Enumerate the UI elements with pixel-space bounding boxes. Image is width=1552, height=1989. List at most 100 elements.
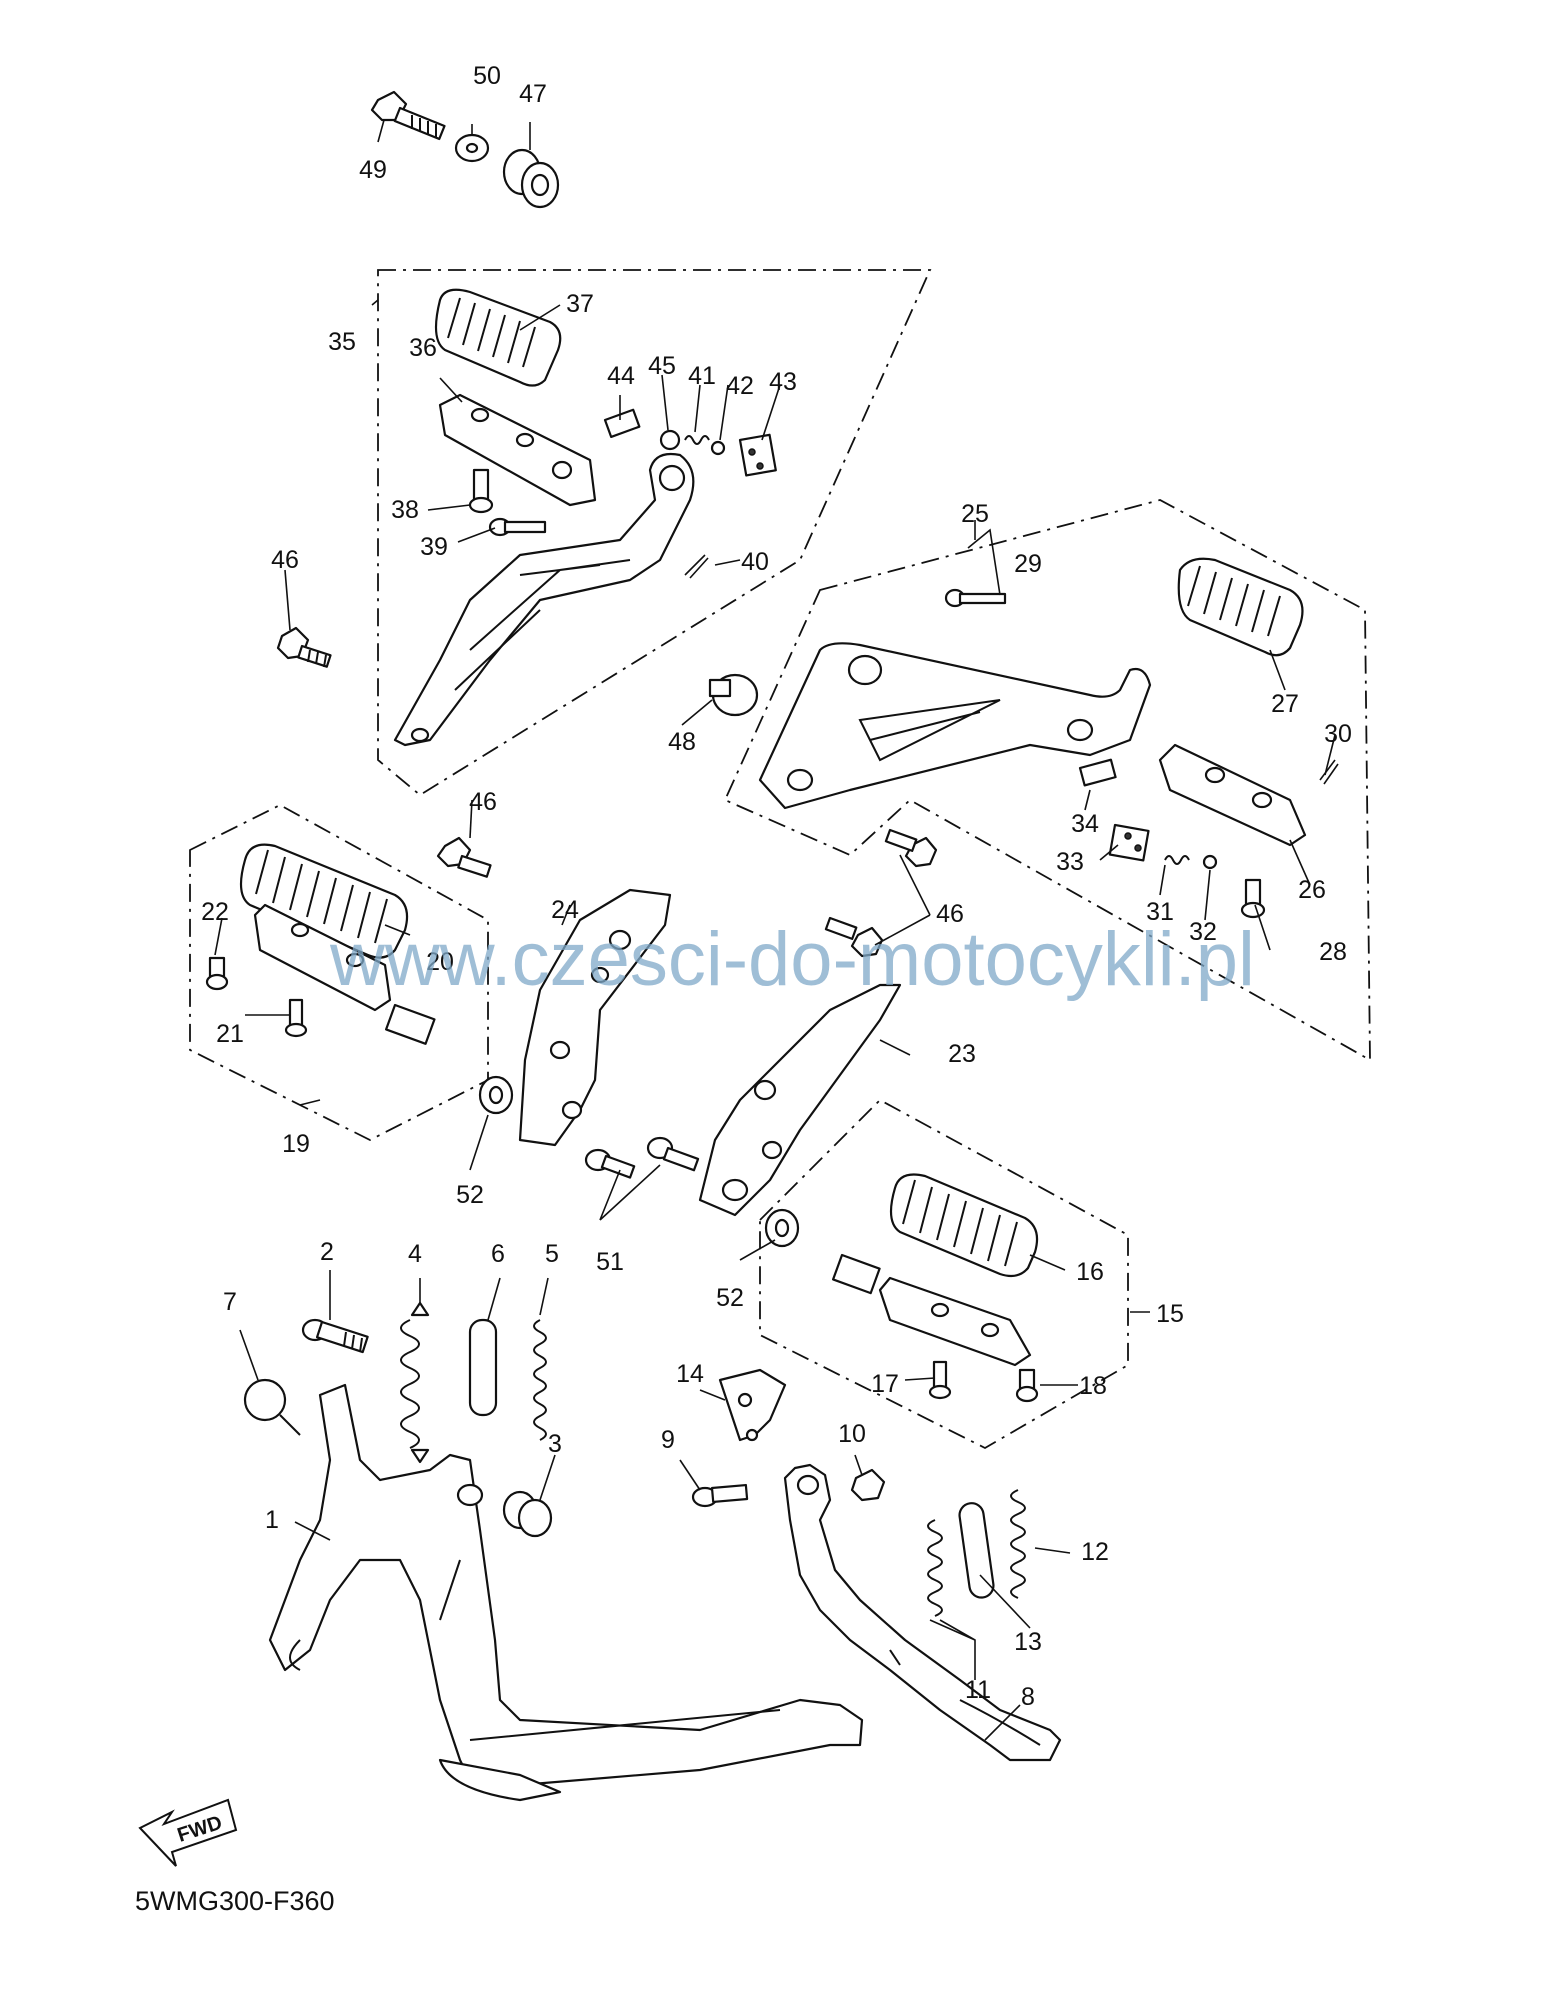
sleeve-6 [468, 1318, 498, 1417]
ball-32 [1202, 854, 1218, 870]
callout-16: 16 [1076, 1258, 1104, 1286]
footrest-26 [1158, 743, 1307, 847]
bolt-46-upper [276, 626, 332, 668]
callout-11: 11 [965, 1676, 991, 1704]
callout-45: 45 [648, 352, 676, 380]
pin-18 [1015, 1368, 1039, 1403]
callout-51: 51 [596, 1248, 624, 1276]
callout-15: 15 [1156, 1300, 1184, 1328]
footrest-rubber-20 [239, 843, 409, 959]
callout-46-right: 46 [936, 900, 964, 928]
callout-14: 14 [676, 1360, 704, 1388]
fwd-arrow-icon: FWD [138, 1798, 238, 1867]
spring-31 [1164, 855, 1190, 865]
bolt-51b [646, 1136, 700, 1172]
bracket-arm-right [758, 642, 1152, 810]
boundary-right-footrest-assembly [723, 499, 1371, 1062]
callout-49: 49 [359, 156, 387, 184]
bolt-46-left [436, 836, 492, 878]
callout-23: 23 [948, 1040, 976, 1068]
callout-44: 44 [607, 362, 635, 390]
bolt-28 [1240, 878, 1266, 919]
callout-2: 2 [320, 1238, 334, 1266]
bracket-23 [698, 983, 902, 1217]
callout-48: 48 [668, 728, 696, 756]
diagram-code: 5WMG300-F360 [135, 1886, 335, 1916]
callout-22: 22 [201, 898, 229, 926]
plate-43 [738, 433, 777, 477]
bolt-51a [584, 1148, 636, 1179]
pin-22 [205, 956, 229, 991]
ball-45 [659, 429, 681, 451]
bracket-14 [718, 1368, 787, 1442]
washer-50 [454, 133, 490, 163]
footrest-15 [832, 1253, 1032, 1367]
pin-39 [488, 517, 547, 537]
washer-52-left [478, 1075, 514, 1115]
callout-34: 34 [1071, 810, 1099, 838]
bolt-9 [691, 1483, 749, 1508]
callout-32: 32 [1189, 918, 1217, 946]
callout-19: 19 [282, 1130, 310, 1158]
spring-41 [684, 435, 710, 445]
callout-21: 21 [216, 1020, 244, 1048]
callout-50: 50 [473, 62, 501, 90]
footrest-bracket-36 [438, 393, 597, 507]
callout-25: 25 [961, 500, 989, 528]
side-stand-8 [783, 1463, 1062, 1762]
pin-29 [944, 588, 1007, 608]
spring-12 [1010, 1489, 1026, 1599]
spring-11 [927, 1519, 943, 1617]
bolt-2 [301, 1318, 369, 1354]
washer-52-right [764, 1208, 800, 1248]
callout-10: 10 [838, 1420, 866, 1448]
bolt-46-lower [824, 916, 884, 958]
callout-43: 43 [769, 368, 797, 396]
callout-47: 47 [519, 80, 547, 108]
callout-9: 9 [661, 1426, 675, 1454]
callout-30: 30 [1324, 720, 1352, 748]
callout-40: 40 [741, 548, 769, 576]
main-stand-1 [268, 1383, 864, 1802]
plate-33 [1108, 823, 1150, 862]
cotter-pin-30 [1319, 759, 1339, 785]
callout-7: 7 [223, 1288, 237, 1316]
callout-6: 6 [491, 1240, 505, 1268]
washer-48 [708, 673, 759, 717]
callout-39: 39 [420, 533, 448, 561]
knob-7 [243, 1378, 301, 1436]
callouts: 50 47 49 37 35 3 6 44 45 41 42 43 38 39 4… [201, 62, 1352, 1711]
ball-42 [710, 440, 726, 456]
callout-42: 42 [726, 372, 754, 400]
bolt-17 [928, 1360, 952, 1400]
pin-44 [603, 408, 641, 439]
bracket-arm-left [393, 452, 695, 747]
callout-52-right: 52 [716, 1284, 744, 1312]
callout-35: 35 [328, 328, 356, 356]
callout-3: 3 [548, 1430, 562, 1458]
callout-41: 41 [688, 362, 716, 390]
footrest-rubber-16 [889, 1173, 1039, 1278]
pin-34 [1078, 758, 1117, 787]
callout-46-upper: 46 [271, 546, 299, 574]
cotter-pin-40 [684, 554, 709, 579]
callout-46-left: 46 [469, 788, 497, 816]
callout-38: 38 [391, 496, 419, 524]
bolt-49 [370, 90, 446, 141]
callout-37: 37 [566, 290, 594, 318]
bracket-24 [518, 888, 672, 1147]
spring-4 [400, 1301, 430, 1464]
callout-27: 27 [1271, 690, 1299, 718]
footrest-19 [253, 903, 436, 1045]
assembly-boundaries [189, 269, 1371, 1450]
callout-20: 20 [426, 948, 454, 976]
callout-26: 26 [1298, 876, 1326, 904]
sleeve-13 [958, 1502, 995, 1599]
callout-52-left: 52 [456, 1181, 484, 1209]
callout-5: 5 [545, 1240, 559, 1268]
footrest-rubber-37 [434, 288, 562, 387]
bolt-21 [284, 998, 308, 1038]
callout-12: 12 [1081, 1538, 1109, 1566]
callout-8: 8 [1021, 1683, 1035, 1711]
